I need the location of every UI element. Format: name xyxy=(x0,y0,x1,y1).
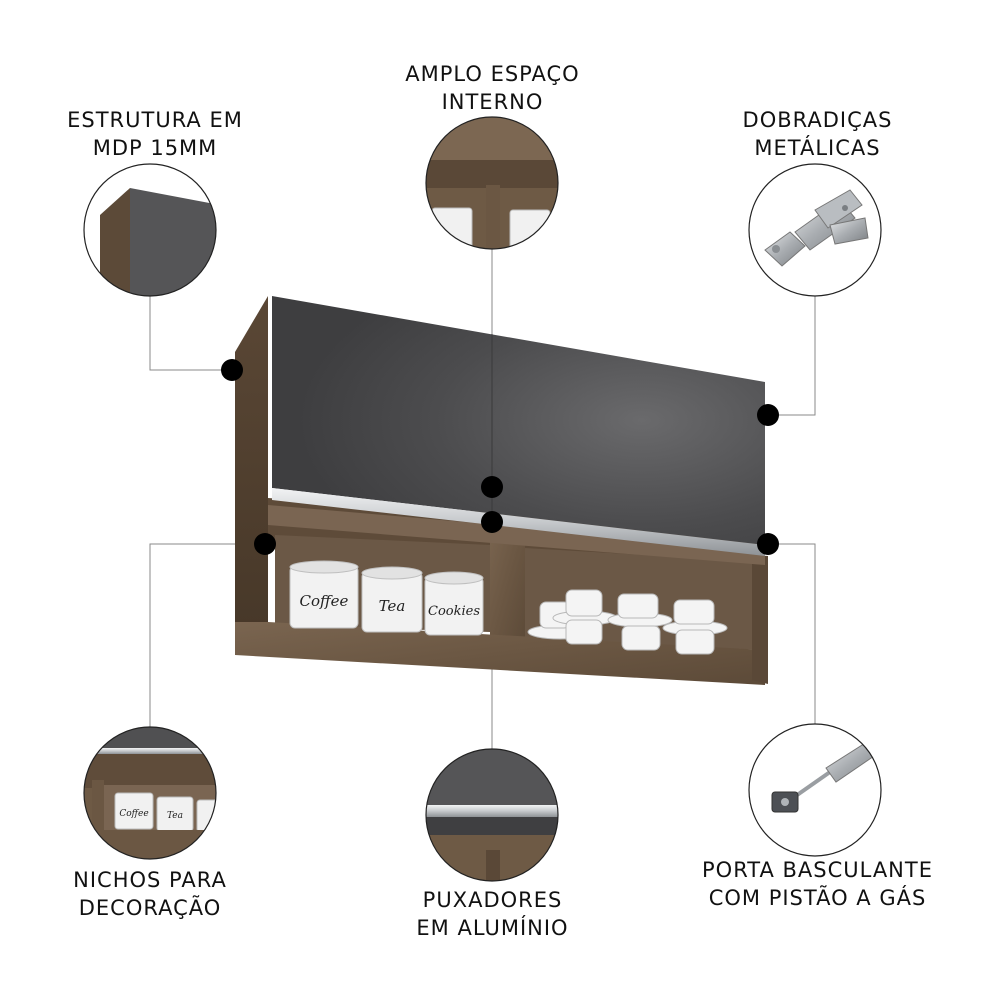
niche-divider xyxy=(490,520,525,645)
cabinet-bottom xyxy=(235,622,765,685)
leader-nichos xyxy=(149,543,265,727)
aluminium-handle xyxy=(272,488,765,556)
callout-dots xyxy=(221,359,779,555)
cabinet-door xyxy=(272,296,765,545)
label-puxadores-line2: EM ALUMÍNIO xyxy=(416,916,569,940)
detail-puxadores xyxy=(425,748,559,882)
dot-amplo xyxy=(481,476,503,498)
cabinet-top-shelf xyxy=(268,505,765,565)
leader-estrutura xyxy=(149,296,232,371)
cups xyxy=(527,589,728,655)
dot-porta xyxy=(757,533,779,555)
label-porta-line2: COM PISTÃO A GÁS xyxy=(708,886,927,910)
detail-canister-tea-label: Tea xyxy=(167,811,183,821)
detail-canister-coffee-label: Coffee xyxy=(119,809,148,819)
canister-coffee: Coffee xyxy=(289,560,359,629)
dot-nichos xyxy=(254,533,276,555)
label-puxadores-line1: PUXADORES xyxy=(422,888,563,912)
cabinet-side-panel xyxy=(235,296,268,655)
label-puxadores: PUXADORES EM ALUMÍNIO xyxy=(400,886,585,942)
label-estrutura-line2: MDP 15MM xyxy=(92,136,218,160)
canister-coffee-label: Coffee xyxy=(300,592,349,610)
label-dobradicas-line2: METÁLICAS xyxy=(754,136,881,160)
canister-tea-label: Tea xyxy=(379,597,406,615)
canister-cookies: Cookies xyxy=(424,571,484,636)
label-porta-line1: PORTA BASCULANTE xyxy=(702,858,933,882)
label-amplo-line2: INTERNO xyxy=(441,90,544,114)
canisters: Coffee Tea Cookies xyxy=(289,560,484,636)
label-amplo-line1: AMPLO ESPAÇO xyxy=(405,62,580,86)
dot-dobradicas xyxy=(757,404,779,426)
canister-tea: Tea xyxy=(361,566,423,633)
label-dobradicas: DOBRADIÇAS METÁLICAS xyxy=(730,106,905,162)
detail-nichos: Coffee Tea xyxy=(83,726,217,860)
cabinet-right-edge xyxy=(752,555,768,684)
label-amplo: AMPLO ESPAÇO INTERNO xyxy=(390,60,595,116)
label-nichos-line2: DECORAÇÃO xyxy=(78,896,222,920)
label-nichos-line1: NICHOS PARA xyxy=(73,868,227,892)
label-estrutura-line1: ESTRUTURA EM xyxy=(67,108,243,132)
label-dobradicas-line1: DOBRADIÇAS xyxy=(742,108,893,132)
detail-dobradicas xyxy=(748,163,882,297)
label-nichos: NICHOS PARA DECORAÇÃO xyxy=(60,866,240,922)
dot-puxadores xyxy=(481,511,503,533)
leader-porta xyxy=(768,543,816,724)
label-estrutura: ESTRUTURA EM MDP 15MM xyxy=(60,106,250,162)
dot-estrutura xyxy=(221,359,243,381)
canister-cookies-label: Cookies xyxy=(428,604,480,619)
label-porta: PORTA BASCULANTE COM PISTÃO A GÁS xyxy=(690,856,945,912)
leader-dobradicas xyxy=(768,296,816,416)
detail-porta xyxy=(748,723,882,857)
detail-amplo xyxy=(425,116,559,250)
detail-estrutura xyxy=(83,163,217,297)
